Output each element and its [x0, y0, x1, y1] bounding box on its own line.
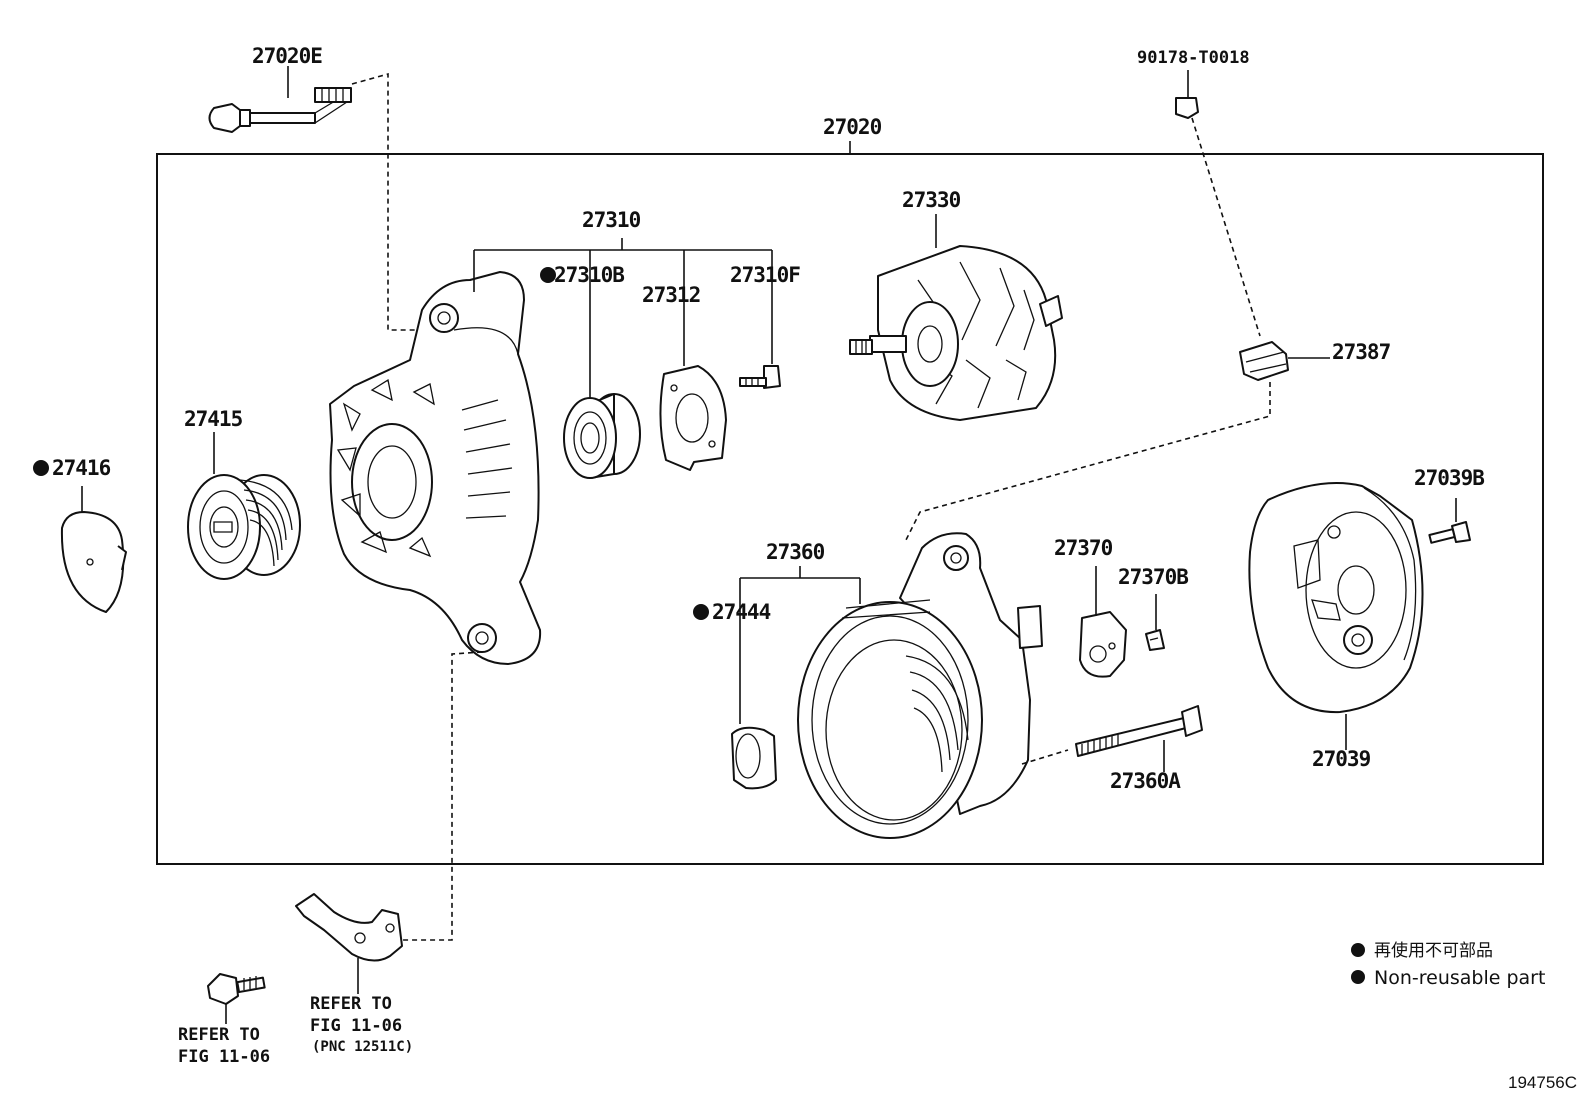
label-27020e: 27020E	[252, 44, 322, 68]
screw-27370b-icon	[1145, 594, 1165, 651]
bearing-27310b-icon	[540, 267, 641, 479]
label-27370b: 27370B	[1118, 565, 1188, 589]
label-27312: 27312	[642, 283, 700, 307]
refer-right-line3: (PNC 12511C)	[312, 1039, 413, 1055]
through-bolt-27360a-icon	[1075, 705, 1203, 772]
label-27370: 27370	[1054, 536, 1113, 560]
label-27360: 27360	[766, 540, 825, 564]
insulator-27387-icon	[1239, 341, 1330, 381]
label-27310: 27310	[582, 208, 641, 232]
ring-27444-icon	[693, 604, 777, 790]
rotor-27330-icon	[849, 214, 1063, 421]
label-27020: 27020	[823, 115, 882, 139]
label-27387: 27387	[1332, 340, 1391, 364]
rear-cover-27039-icon	[1248, 482, 1424, 750]
label-27039: 27039	[1312, 747, 1371, 771]
pulley-27415-icon	[187, 432, 301, 580]
refer-right-line2: FIG 11-06	[310, 1016, 402, 1036]
label-27330: 27330	[902, 188, 961, 212]
legend-dot-en	[1351, 970, 1365, 984]
label-27360a: 27360A	[1110, 769, 1181, 793]
drive-end-frame-icon	[329, 250, 542, 665]
label-27039b: 27039B	[1414, 466, 1484, 490]
screw-27039b-icon	[1428, 498, 1471, 544]
label-27310f: 27310F	[730, 263, 800, 287]
legend-english: Non-reusable part	[1374, 967, 1545, 989]
adjusting-bracket-icon	[295, 893, 403, 994]
bracket-27310-icon	[474, 238, 773, 404]
screw-27310f-icon	[739, 365, 781, 389]
bolt-refer-icon	[207, 973, 266, 1024]
retainer-plate-27312-icon	[659, 365, 727, 471]
refer-left-line2: FIG 11-06	[178, 1047, 270, 1067]
label-27416: 27416	[52, 456, 111, 480]
label-27415: 27415	[184, 407, 243, 431]
legend-japanese: 再使用不可部品	[1374, 940, 1493, 961]
label-90178-t0018: 90178-T0018	[1137, 48, 1250, 68]
refer-right-line1: REFER TO	[310, 994, 392, 1014]
refer-left-line1: REFER TO	[178, 1025, 260, 1045]
cover-cap-27416-icon	[33, 460, 127, 613]
label-27310b: 27310B	[554, 263, 624, 287]
label-27444: 27444	[712, 600, 771, 624]
bolt-27020e-icon	[208, 66, 352, 133]
brush-holder-27370-icon	[1079, 566, 1127, 678]
legend-dot-jp	[1351, 943, 1365, 957]
nut-90178-icon	[1175, 70, 1199, 119]
rectifier-end-frame-27360-icon	[797, 532, 1043, 839]
figure-code: 194756C	[1508, 1073, 1577, 1092]
